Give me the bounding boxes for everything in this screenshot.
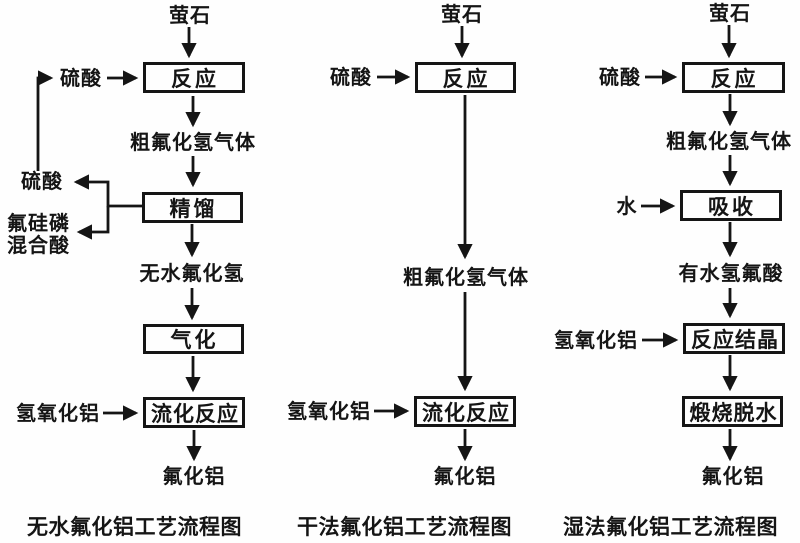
wet-calcination-dehydration-box: 煅烧脱水 bbox=[682, 396, 783, 427]
anhydrous-arrow-distillation-to-sulfuric bbox=[73, 174, 142, 208]
wet-sulfuric-acid-label: 硫酸 bbox=[599, 65, 641, 89]
wet-absorption-box: 吸收 bbox=[680, 190, 782, 221]
dry-sulfuric-acid-label: 硫酸 bbox=[330, 65, 372, 89]
dry-aluminum-fluoride-label: 氟化铝 bbox=[433, 464, 497, 488]
wet-aqueous-hf-label: 有水氢氟酸 bbox=[678, 261, 784, 285]
anhydrous-arrow-distillation-to-mixedacid bbox=[76, 206, 110, 240]
dry-aluminum-hydroxide-label: 氢氧化铝 bbox=[287, 399, 371, 423]
dry-reaction-box: 反应 bbox=[415, 62, 516, 93]
anhydrous-mixed-acid-line1: 氟硅磷 bbox=[7, 211, 70, 235]
wet-water-label: 水 bbox=[616, 194, 638, 218]
anhydrous-aluminum-fluoride-label: 氟化铝 bbox=[162, 464, 226, 488]
dry-caption: 干法氟化铝工艺流程图 bbox=[297, 515, 512, 539]
anhydrous-sulfuric-byproduct-label: 硫酸 bbox=[21, 169, 63, 193]
anhydrous-aluminum-hydroxide-label: 氢氧化铝 bbox=[16, 401, 100, 425]
anhydrous-fluorite-label: 萤石 bbox=[169, 3, 211, 27]
wet-absorption-box-label: 吸收 bbox=[708, 194, 756, 219]
dry-reaction-box-label: 反应 bbox=[442, 66, 491, 91]
anhydrous-arrow-sulfuric-recycle bbox=[36, 70, 54, 171]
anhydrous-distillation-box: 精馏 bbox=[142, 192, 243, 223]
anhydrous-reaction-box: 反应 bbox=[143, 62, 245, 93]
anhydrous-mixed-acid-line2: 混合酸 bbox=[7, 233, 70, 257]
wet-reaction-box: 反应 bbox=[682, 62, 785, 93]
wet-reaction-crystallization-box-label: 反应结晶 bbox=[691, 327, 779, 352]
anhydrous-anhydrous-hf-label: 无水氟化氢 bbox=[139, 261, 245, 285]
anhydrous-fluidized-reaction-box: 流化反应 bbox=[143, 397, 245, 428]
wet-caption: 湿法氟化铝工艺流程图 bbox=[563, 515, 778, 539]
wet-reaction-box-label: 反应 bbox=[710, 66, 759, 91]
dry-crude-hf-gas-label: 粗氟化氢气体 bbox=[403, 265, 529, 289]
anhydrous-caption: 无水氟化铝工艺流程图 bbox=[27, 515, 242, 539]
anhydrous-fluidized-reaction-box-label: 流化反应 bbox=[151, 401, 239, 426]
anhydrous-crude-hf-gas-label: 粗氟化氢气体 bbox=[130, 130, 256, 154]
anhydrous-distillation-box-label: 精馏 bbox=[169, 196, 218, 221]
dry-fluorite-label: 萤石 bbox=[441, 2, 483, 26]
anhydrous-sulfuric-acid-label: 硫酸 bbox=[60, 66, 102, 90]
wet-calcination-dehydration-box-label: 煅烧脱水 bbox=[689, 400, 778, 425]
dry-fluidized-reaction-box-label: 流化反应 bbox=[422, 400, 510, 425]
anhydrous-reaction-box-label: 反应 bbox=[171, 66, 219, 91]
anhydrous-gasification-box-label: 气化 bbox=[170, 328, 219, 352]
wet-aluminum-hydroxide-label: 氢氧化铝 bbox=[554, 328, 638, 352]
wet-crude-hf-gas-label: 粗氟化氢气体 bbox=[666, 129, 792, 153]
anhydrous-gasification-box: 气化 bbox=[143, 324, 244, 354]
wet-fluorite-label: 萤石 bbox=[709, 1, 751, 25]
wet-reaction-crystallization-box: 反应结晶 bbox=[683, 323, 785, 354]
dry-fluidized-reaction-box: 流化反应 bbox=[414, 396, 516, 427]
wet-aluminum-fluoride-label: 氟化铝 bbox=[701, 464, 765, 488]
